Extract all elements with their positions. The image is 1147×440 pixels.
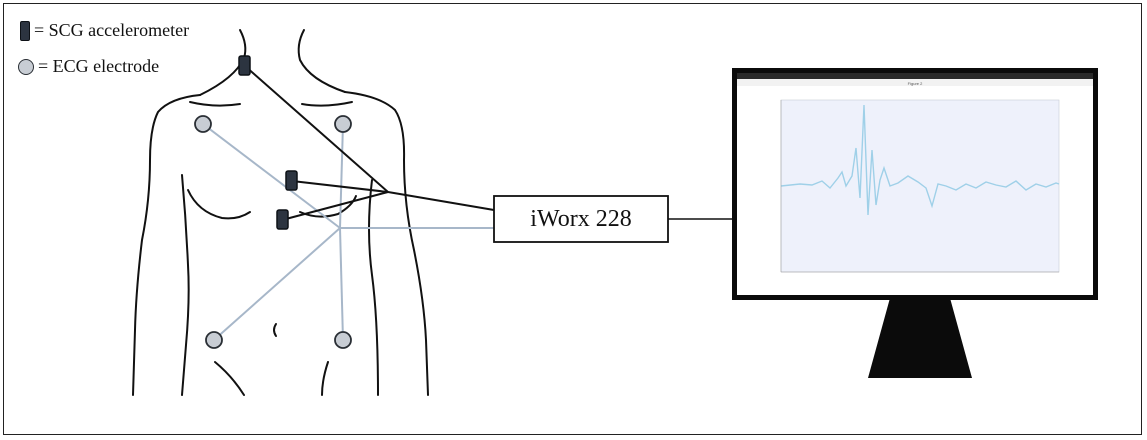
left-hip: [214, 361, 245, 396]
navel: [273, 323, 277, 337]
plot-area: [780, 99, 1060, 273]
clavicle-right: [301, 101, 353, 107]
lead-la: [339, 123, 344, 229]
lead-ll: [339, 227, 344, 341]
clavicle-left: [189, 101, 241, 107]
accelerometers: [238, 55, 298, 230]
cable-chest-lower: [281, 191, 389, 221]
lead-rl: [213, 227, 341, 341]
legend-electrode: = ECG electrode: [18, 56, 159, 77]
cable-to-device: [387, 191, 495, 211]
lead-ra: [202, 123, 341, 229]
electrode-right-arm: [194, 115, 212, 133]
iworx-device-box: [493, 195, 669, 243]
window-title: Figure 2: [908, 81, 923, 86]
legend-electrode-label: = ECG electrode: [38, 56, 160, 76]
legend-accelerometer: = SCG accelerometer: [20, 20, 189, 41]
electrode-left-leg: [334, 331, 352, 349]
torso-outline: [132, 29, 429, 396]
monitor: Figure 2: [732, 68, 1098, 378]
legend-accelerometer-label: = SCG accelerometer: [34, 20, 190, 40]
right-inner-arm: [368, 179, 379, 396]
left-shoulder-arm: [132, 94, 201, 396]
accelerometer-legend-icon: [20, 20, 30, 41]
left-pec: [187, 189, 251, 220]
electrode-right-leg: [205, 331, 223, 349]
accelerometer-chest-upper: [285, 170, 298, 191]
iworx-device-label: iWorx 228: [530, 205, 632, 232]
left-inner-arm: [181, 174, 190, 396]
window-titlebar: [737, 79, 1093, 86]
accelerometer-chest-lower: [276, 209, 289, 230]
right-hip: [321, 361, 329, 396]
accelerometer-neck: [238, 55, 251, 76]
neck-right: [297, 29, 346, 93]
cable-chest-upper: [291, 180, 389, 193]
right-shoulder-arm: [344, 91, 429, 396]
ecg-electrodes: [194, 115, 352, 349]
scg-signal-trace: [780, 104, 1060, 216]
monitor-stand: [868, 298, 972, 378]
electrode-left-arm: [334, 115, 352, 133]
scg-cables: [244, 65, 495, 221]
cable-neck: [244, 65, 389, 193]
menu-bar: [737, 73, 1093, 79]
electrode-legend-icon: [18, 58, 34, 75]
